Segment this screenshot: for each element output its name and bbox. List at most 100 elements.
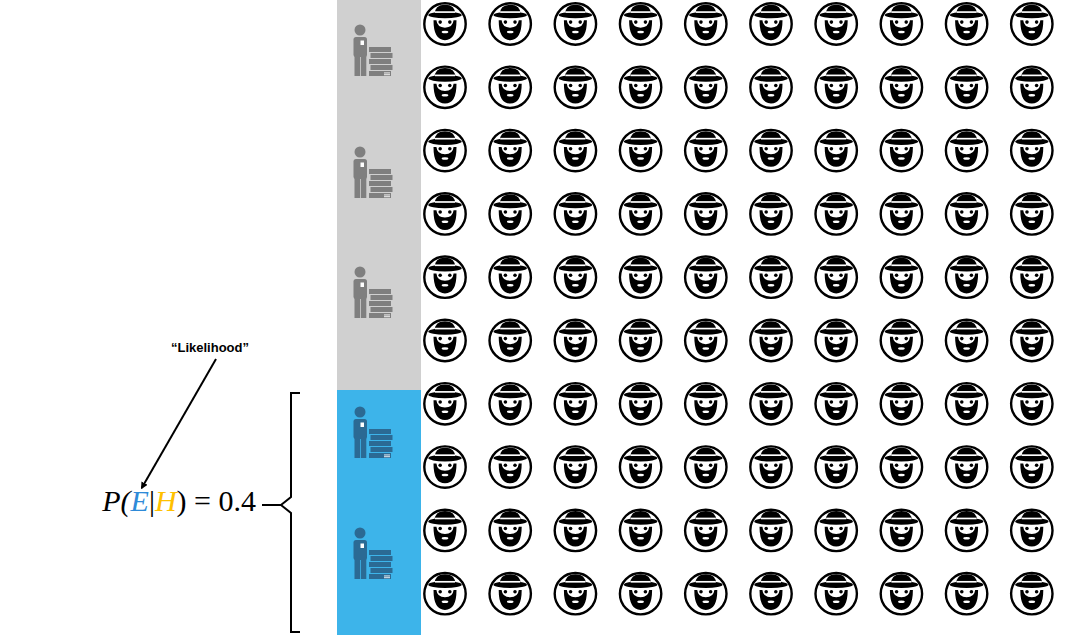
bracket-tick [262, 504, 281, 506]
grey-band [337, 0, 421, 390]
farmer-icon [816, 257, 857, 298]
farmer-icon [946, 320, 987, 361]
farmer-icon [424, 3, 465, 44]
farmer-icon [750, 383, 791, 424]
farmer-icon [620, 320, 661, 361]
farmer-icon [1011, 193, 1052, 234]
farmer-icon [555, 3, 596, 44]
farmer-icon [685, 383, 726, 424]
farmer-icon [1011, 67, 1052, 108]
farmer-icon [555, 257, 596, 298]
farmer-icon [750, 320, 791, 361]
farmer-icon [620, 257, 661, 298]
farmer-icon [555, 67, 596, 108]
farmer-icon [685, 193, 726, 234]
blue-band [337, 390, 421, 635]
farmer-icon [881, 193, 922, 234]
farmer-icon [555, 193, 596, 234]
farmer-icon [946, 573, 987, 614]
farmer-icon [620, 510, 661, 551]
librarian-icons [354, 25, 393, 580]
farmer-icon [816, 67, 857, 108]
farmer-icon [881, 446, 922, 487]
farmer-icon [881, 510, 922, 551]
farmer-icon [881, 3, 922, 44]
farmer-icon [555, 383, 596, 424]
farmer-icon [1011, 510, 1052, 551]
farmer-icon [750, 510, 791, 551]
farmer-icon [424, 573, 465, 614]
farmer-icon [490, 130, 531, 171]
farmer-icon [424, 446, 465, 487]
formula-part: E [131, 484, 149, 518]
farmer-icon [620, 193, 661, 234]
farmer-icon [685, 573, 726, 614]
farmer-icon [816, 383, 857, 424]
farmer-icon [1011, 130, 1052, 171]
farmer-icon [620, 130, 661, 171]
farmer-icon [881, 257, 922, 298]
librarian-icon [354, 528, 393, 580]
farmer-icon [816, 510, 857, 551]
farmer-icon [490, 573, 531, 614]
farmer-icon [555, 320, 596, 361]
farmer-icon [946, 193, 987, 234]
farmer-icon [424, 383, 465, 424]
formula: P(E|H) = 0.4 [102, 484, 256, 518]
bracket [281, 393, 300, 632]
formula-part: P( [102, 484, 130, 518]
farmer-icon [685, 320, 726, 361]
farmer-icon [555, 130, 596, 171]
farmer-icon [620, 446, 661, 487]
formula-part: ) = 0.4 [177, 484, 256, 518]
farmer-icon [750, 130, 791, 171]
farmer-icon [1011, 320, 1052, 361]
farmer-icon [424, 510, 465, 551]
leader-arrow [142, 359, 216, 488]
librarian-icon [354, 407, 393, 459]
librarian-icon [354, 25, 393, 77]
farmer-icon [881, 573, 922, 614]
farmer-icon [750, 446, 791, 487]
farmer-icon [424, 320, 465, 361]
farmer-icon [816, 320, 857, 361]
farmer-icon [555, 446, 596, 487]
farmer-icon [1011, 446, 1052, 487]
farmer-icon [424, 257, 465, 298]
farmer-icon [816, 573, 857, 614]
farmer-icon [881, 130, 922, 171]
farmer-icon [490, 193, 531, 234]
farmer-icon [946, 67, 987, 108]
farmer-grid [424, 3, 1052, 614]
farmer-icon [816, 193, 857, 234]
farmer-icon [1011, 3, 1052, 44]
farmer-icon [750, 67, 791, 108]
callout-holder: “Likelihood” [150, 338, 270, 356]
farmer-icon [685, 3, 726, 44]
farmer-icon [490, 257, 531, 298]
formula-part: H [155, 484, 177, 518]
farmer-icon [881, 320, 922, 361]
farmer-icon [750, 257, 791, 298]
farmer-icon [881, 67, 922, 108]
farmer-icon [946, 510, 987, 551]
farmer-icon [555, 510, 596, 551]
farmer-icon [946, 383, 987, 424]
farmer-icon [1011, 257, 1052, 298]
librarian-icon [354, 147, 393, 199]
farmer-icon [685, 67, 726, 108]
farmer-icon [816, 3, 857, 44]
farmer-icon [816, 446, 857, 487]
farmer-icon [424, 130, 465, 171]
farmer-icon [620, 383, 661, 424]
farmer-icon [555, 573, 596, 614]
farmer-icon [490, 67, 531, 108]
farmer-icon [685, 257, 726, 298]
farmer-icon [946, 257, 987, 298]
farmer-icon [490, 510, 531, 551]
farmer-icon [946, 446, 987, 487]
farmer-icon [881, 383, 922, 424]
farmer-icon [490, 320, 531, 361]
